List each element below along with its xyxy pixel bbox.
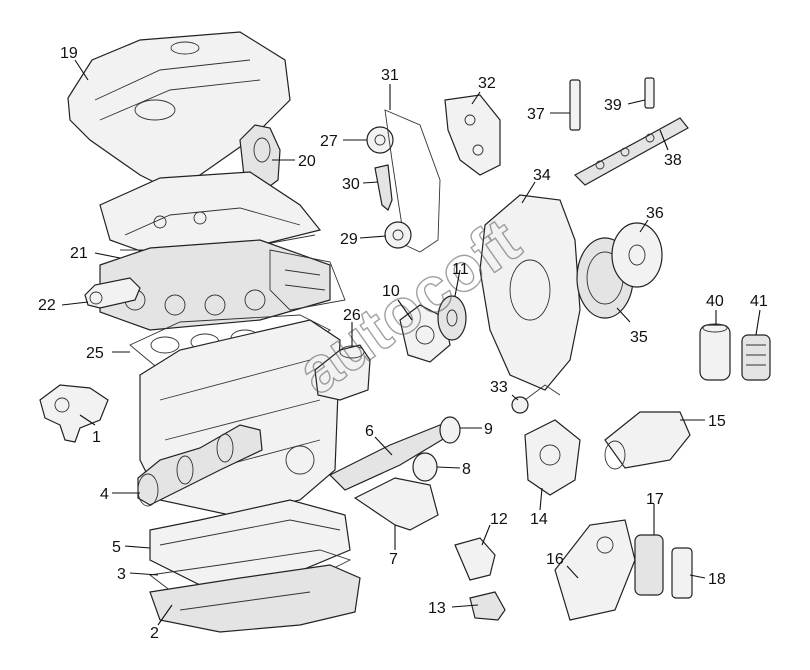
label-20: 20 xyxy=(298,153,316,170)
label-9: 9 xyxy=(484,421,493,438)
thermostat-housing xyxy=(39,384,109,443)
label-27: 27 xyxy=(320,133,338,150)
accessory-bracket xyxy=(353,477,439,531)
label-39: 39 xyxy=(604,97,622,114)
label-31: 31 xyxy=(381,67,399,84)
starter-motor xyxy=(604,411,691,470)
label-17: 17 xyxy=(646,491,664,508)
belt-tensioner xyxy=(511,384,561,414)
label-25: 25 xyxy=(86,345,104,362)
label-37: 37 xyxy=(527,106,545,123)
drive-plate xyxy=(611,222,663,288)
timing-chain xyxy=(384,109,441,253)
engine-mount xyxy=(469,591,506,621)
label-26: 26 xyxy=(343,307,361,324)
label-8: 8 xyxy=(462,461,471,478)
lower-oil-pan xyxy=(149,564,361,633)
label-38: 38 xyxy=(664,152,682,169)
cylinder-head-cover xyxy=(99,171,322,259)
label-29: 29 xyxy=(340,231,358,248)
glow-plug xyxy=(569,79,581,131)
label-11: 11 xyxy=(452,261,469,278)
label-1: 1 xyxy=(92,429,101,446)
label-21: 21 xyxy=(70,245,88,262)
label-12: 12 xyxy=(490,511,508,528)
water-pump xyxy=(524,419,581,496)
label-2: 2 xyxy=(150,625,159,642)
chain-guide xyxy=(374,164,393,211)
label-7: 7 xyxy=(389,551,398,568)
camshaft xyxy=(84,277,141,309)
label-16: 16 xyxy=(546,551,564,568)
engine-mount-bracket xyxy=(454,537,496,581)
fuel-filter xyxy=(699,323,731,381)
filter-housing-cap xyxy=(634,534,664,596)
crankshaft xyxy=(137,424,263,507)
leader-lines xyxy=(61,59,761,626)
chain-tensioner xyxy=(444,94,501,176)
label-6: 6 xyxy=(365,423,374,440)
label-5: 5 xyxy=(112,539,121,556)
fuel-pressure-sensor xyxy=(644,77,655,109)
oil-cooler-housing xyxy=(554,519,636,621)
upper-oil-pan xyxy=(149,499,351,586)
pump-pulley xyxy=(437,295,467,341)
label-4: 4 xyxy=(100,486,109,503)
manifold-gasket xyxy=(269,249,346,311)
label-18: 18 xyxy=(708,571,726,588)
label-10: 10 xyxy=(382,283,400,300)
crankshaft-sprocket xyxy=(384,221,412,249)
idler-pulley xyxy=(412,452,438,482)
timing-cover xyxy=(479,194,581,391)
label-13: 13 xyxy=(428,600,446,617)
oil-filter xyxy=(741,334,771,381)
label-19: 19 xyxy=(60,45,78,62)
label-32: 32 xyxy=(478,75,496,92)
fuel-rail xyxy=(574,117,689,186)
label-14: 14 xyxy=(530,511,548,528)
balance-shaft-gear xyxy=(439,416,461,444)
callout-labels: 19 20 21 22 25 1 4 5 3 2 6 7 8 9 10 11 1… xyxy=(38,45,768,642)
label-15: 15 xyxy=(708,413,726,430)
cylinder-head xyxy=(99,239,331,331)
label-34: 34 xyxy=(533,167,551,184)
filter-element xyxy=(671,547,693,599)
label-35: 35 xyxy=(630,329,648,346)
label-41: 41 xyxy=(750,293,768,310)
label-22: 22 xyxy=(38,297,56,314)
label-33: 33 xyxy=(490,379,508,396)
label-3: 3 xyxy=(117,566,126,583)
label-36: 36 xyxy=(646,205,664,222)
label-30: 30 xyxy=(342,176,360,193)
label-40: 40 xyxy=(706,293,724,310)
